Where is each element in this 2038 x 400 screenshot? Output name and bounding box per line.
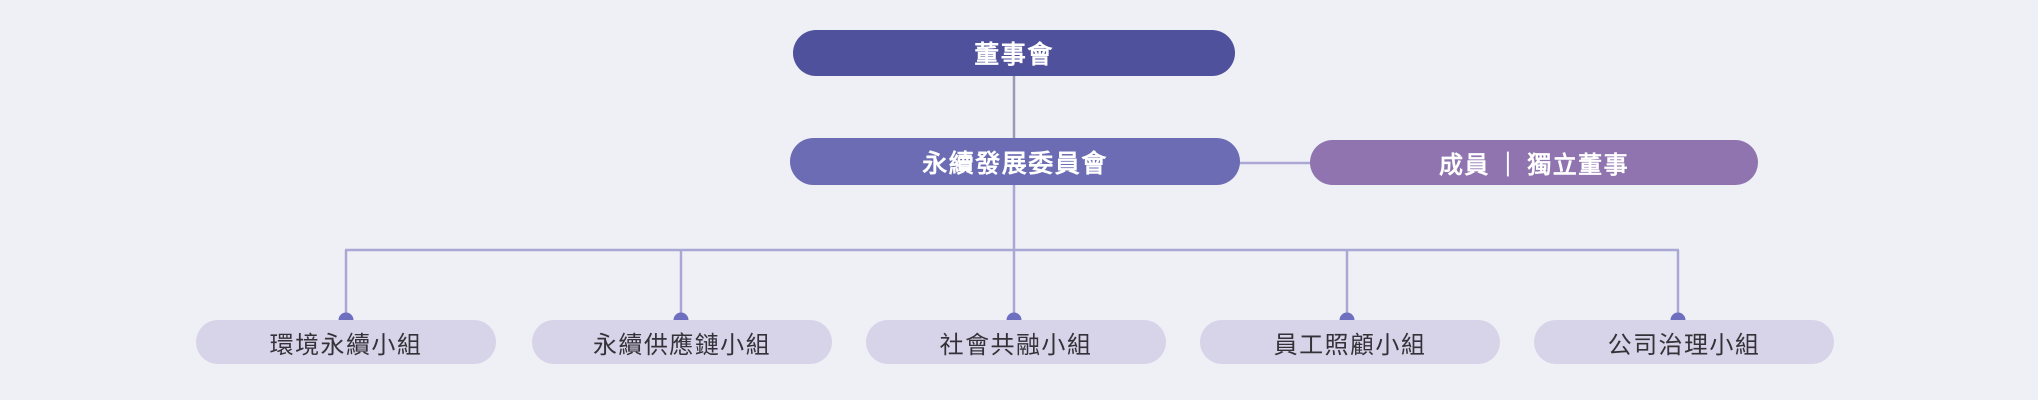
node-board-label: 董事會 xyxy=(974,40,1054,69)
node-team-label: 員工照顧小組 xyxy=(1273,330,1427,359)
node-members-label-right: 獨立董事 xyxy=(1527,151,1630,179)
node-team-social-inclusion[interactable]: 社會共融小組 xyxy=(866,320,1166,364)
node-team-label: 公司治理小組 xyxy=(1607,330,1761,359)
node-team-label: 永續供應鏈小組 xyxy=(592,330,772,359)
node-team-label: 環境永續小組 xyxy=(269,330,423,359)
node-team-corporate-governance[interactable]: 公司治理小組 xyxy=(1534,320,1834,364)
node-board-of-directors[interactable]: 董事會 xyxy=(793,30,1235,76)
node-members-independent-directors[interactable]: 成員 ｜ 獨立董事 xyxy=(1310,140,1758,185)
node-members-label-left: 成員 xyxy=(1438,151,1490,179)
node-sustainability-committee[interactable]: 永續發展委員會 xyxy=(790,138,1240,185)
node-team-employee-care[interactable]: 員工照顧小組 xyxy=(1200,320,1500,364)
node-committee-label: 永續發展委員會 xyxy=(922,148,1108,178)
node-members-separator: ｜ xyxy=(1495,151,1522,179)
node-team-environmental-sustainability[interactable]: 環境永續小組 xyxy=(196,320,496,364)
node-team-sustainable-supply-chain[interactable]: 永續供應鏈小組 xyxy=(532,320,832,364)
node-team-label: 社會共融小組 xyxy=(939,330,1093,359)
